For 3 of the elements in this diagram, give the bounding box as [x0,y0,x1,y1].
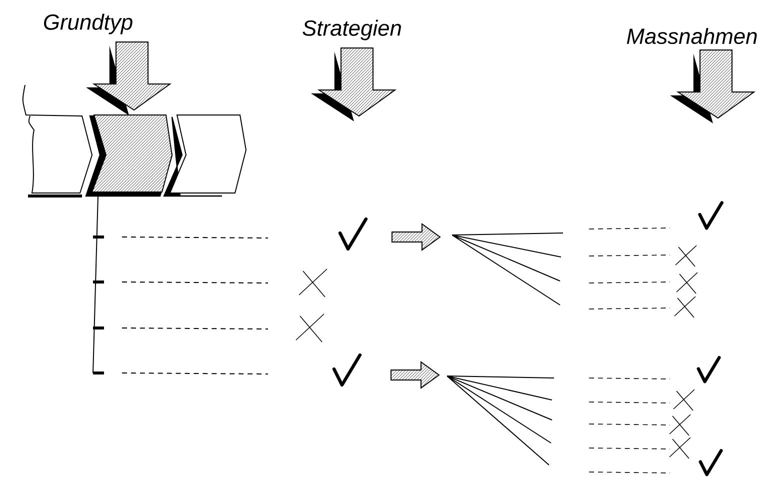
heading: Grundtyp [44,14,132,34]
heading: Massnahmen [626,28,757,44]
heading: Strategien [302,20,401,40]
